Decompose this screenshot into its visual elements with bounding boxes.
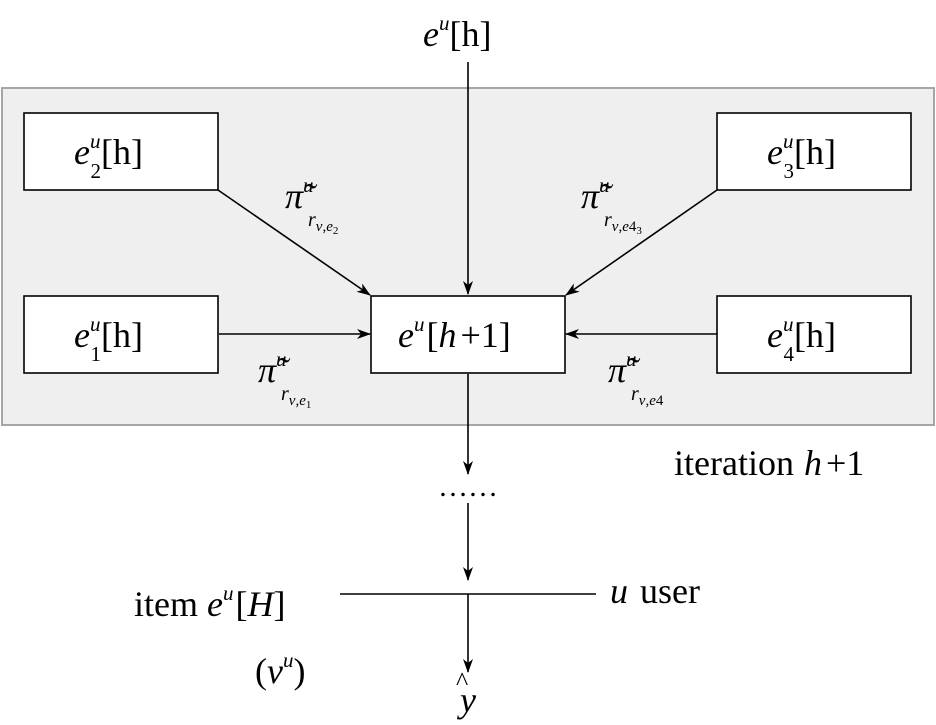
svg-text:rv,e43: rv,e43 [604, 209, 642, 237]
svg-text:rv,e2: rv,e2 [308, 209, 338, 237]
svg-text:eu[h+1]: eu[h+1] [398, 312, 511, 355]
svg-text:eu3[h]: eu3[h] [767, 129, 836, 183]
output-y-hat: y [457, 680, 476, 720]
weight-label-e4: π̃u rv,e4 [608, 347, 664, 409]
svg-text:rv,e1: rv,e1 [281, 383, 311, 411]
weight-label-e3: π̃u rv,e43 [581, 173, 642, 237]
node-center: eu[h+1] [370, 295, 566, 374]
edge-e3-to-center [565, 189, 718, 296]
item-alias: (vu) [255, 648, 305, 691]
output-hat-mark: ^ [456, 667, 468, 696]
svg-text:eu2[h]: eu2[h] [74, 129, 143, 183]
svg-text:rv,e4: rv,e4 [631, 383, 664, 409]
svg-text:eu1[h]: eu1[h] [74, 312, 143, 366]
edge-e2-to-center [217, 189, 371, 296]
ellipsis: …… [438, 470, 498, 503]
svg-text:eu4[h]: eu4[h] [767, 312, 836, 366]
weight-label-e2: π̃u rv,e2 [285, 173, 338, 237]
top-input-label: eu[h] [423, 11, 491, 54]
weight-label-e1: π̃u rv,e1 [258, 347, 311, 411]
